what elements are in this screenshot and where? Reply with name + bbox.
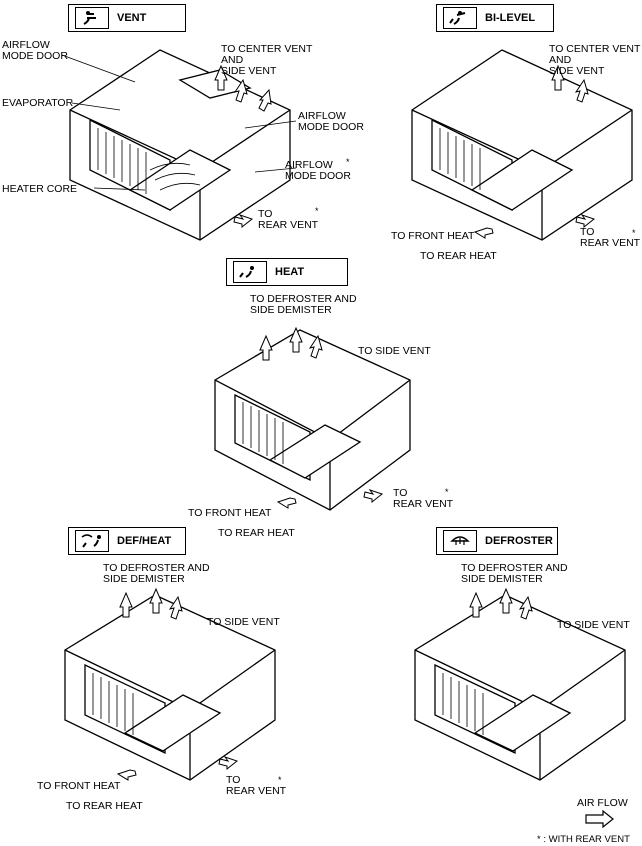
vent-airflow-mode-door-label-3: AIRFLOW MODE DOOR xyxy=(285,159,351,182)
def-heat-rear-vent-star: * xyxy=(278,775,282,785)
rear-vent-footnote: * : WITH REAR VENT xyxy=(537,834,630,845)
defroster-mode-icon xyxy=(443,530,477,552)
vent-airflow-mode-door-label-1: AIRFLOW MODE DOOR xyxy=(2,39,68,62)
def-heat-to-defroster-label: TO DEFROSTER AND SIDE DEMISTER xyxy=(103,562,210,585)
def-heat-mode-box: DEF/HEAT xyxy=(68,527,186,555)
vent-to-rear-vent-label: TO REAR VENT xyxy=(258,208,319,231)
defroster-mode-box: DEFROSTER xyxy=(436,527,558,555)
heat-to-rear-heat-label: TO REAR HEAT xyxy=(218,527,295,539)
heat-rear-vent-star: * xyxy=(445,487,449,497)
heat-mode-icon xyxy=(233,261,267,283)
heat-mode-box: HEAT xyxy=(226,258,348,286)
defroster-mode-label: DEFROSTER xyxy=(485,535,553,547)
def-heat-to-rear-heat-label: TO REAR HEAT xyxy=(66,800,143,812)
vent-evaporator-label: EVAPORATOR xyxy=(2,97,74,109)
heat-to-side-vent-label: TO SIDE VENT xyxy=(358,345,431,357)
def-heat-to-side-vent-label: TO SIDE VENT xyxy=(207,616,280,628)
def-heat-mode-label: DEF/HEAT xyxy=(117,535,172,547)
heat-to-rear-vent-label: TO REAR VENT xyxy=(393,487,454,510)
heat-to-front-heat-label: TO FRONT HEAT xyxy=(188,507,272,519)
air-flow-arrow-icon xyxy=(585,810,614,828)
air-flow-legend-label: AIR FLOW xyxy=(577,797,628,809)
bi-level-to-front-heat-label: TO FRONT HEAT xyxy=(391,230,475,242)
bi-level-to-center-side-vent-label: TO CENTER VENT AND SIDE VENT xyxy=(549,43,641,77)
defroster-to-side-vent-label: TO SIDE VENT xyxy=(557,619,630,631)
heat-mode-label: HEAT xyxy=(275,266,305,278)
hvac-unit-def-heat-drawing xyxy=(64,587,276,781)
hvac-unit-defroster-drawing xyxy=(414,587,626,781)
vent-mode-label: VENT xyxy=(117,12,147,24)
def-heat-to-rear-vent-label: TO REAR VENT xyxy=(226,774,287,797)
hvac-unit-bi-level-drawing xyxy=(411,49,633,241)
def-heat-mode-icon xyxy=(75,530,109,552)
bi-level-to-rear-vent-label: TO REAR VENT xyxy=(580,226,641,249)
defroster-to-defroster-label: TO DEFROSTER AND SIDE DEMISTER xyxy=(461,562,568,585)
vent-to-center-side-vent-label: TO CENTER VENT AND SIDE VENT xyxy=(221,43,313,77)
bi-level-to-rear-heat-label: TO REAR HEAT xyxy=(420,250,497,262)
vent-heater-core-label: HEATER CORE xyxy=(2,183,78,195)
heat-to-defroster-label: TO DEFROSTER AND SIDE DEMISTER xyxy=(250,293,357,316)
vent-door-note-star: * xyxy=(346,157,350,167)
bi-level-mode-box: BI-LEVEL xyxy=(436,4,554,32)
vent-rear-vent-star: * xyxy=(315,206,319,216)
vent-airflow-mode-door-label-2: AIRFLOW MODE DOOR xyxy=(298,110,364,133)
bi-level-mode-icon xyxy=(443,7,477,29)
def-heat-to-front-heat-label: TO FRONT HEAT xyxy=(37,780,121,792)
hvac-unit-vent-drawing xyxy=(69,49,291,241)
bi-level-mode-label: BI-LEVEL xyxy=(485,12,536,24)
vent-mode-box: VENT xyxy=(68,4,186,32)
vent-mode-icon xyxy=(75,7,109,29)
bi-level-rear-vent-star: * xyxy=(632,228,636,238)
hvac-unit-heat-drawing xyxy=(214,326,411,511)
